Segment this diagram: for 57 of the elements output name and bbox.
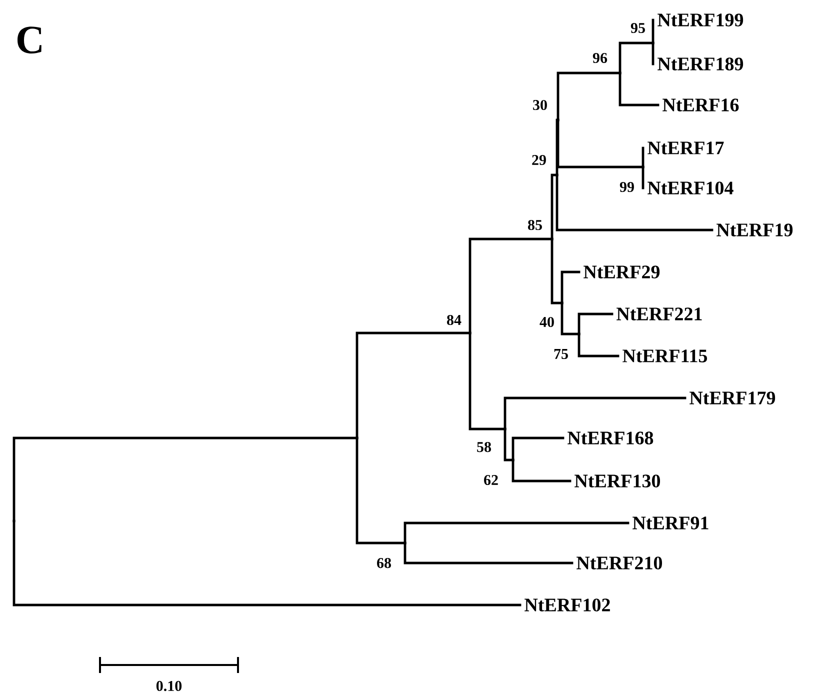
tree-branch (618, 72, 660, 106)
tree-branch (560, 270, 580, 304)
tree-branch (556, 174, 714, 232)
leaf-label: NtERF19 (716, 224, 793, 236)
leaf-label: NtERF115 (622, 350, 707, 362)
tree-branch (356, 436, 406, 544)
leaf-label: NtERF91 (632, 516, 708, 530)
bootstrap-value: 29 (532, 154, 546, 166)
bootstrap-value: 68 (377, 558, 391, 568)
bootstrap-value: 96 (592, 52, 608, 64)
tree-branch (512, 436, 564, 462)
tree-branch (652, 42, 654, 66)
tree-branch (468, 238, 554, 334)
bootstrap-value: 95 (630, 22, 645, 34)
tree-branch (12, 520, 522, 606)
tree-branch (504, 428, 514, 462)
bootstrap-value: 99 (620, 182, 634, 192)
tree-branch (504, 396, 686, 430)
tree-branch (404, 542, 574, 564)
tree-branch (556, 118, 560, 176)
bootstrap-value: 85 (528, 220, 542, 230)
tree-branch (556, 118, 644, 168)
tree-branch (550, 238, 564, 304)
tree-branch (404, 522, 630, 544)
tree-branch (468, 332, 506, 430)
bootstrap-value: 58 (477, 442, 491, 452)
leaf-label: NtERF179 (690, 392, 776, 404)
panel-letter: C (18, 26, 42, 54)
tree-branch (560, 302, 580, 336)
bootstrap-value: 62 (484, 474, 498, 486)
tree-branch (512, 458, 572, 482)
leaf-label: NtERF102 (524, 598, 610, 612)
leaf-label: NtERF221 (616, 308, 702, 320)
leaf-label: NtERF210 (576, 556, 662, 570)
leaf-label: NtERF168 (568, 432, 654, 444)
leaf-label: NtERF16 (662, 98, 739, 112)
leaf-label: NtERF199 (658, 14, 744, 26)
leaf-label: NtERF130 (574, 474, 660, 488)
bootstrap-value: 75 (554, 349, 568, 359)
tree-branch (652, 18, 654, 44)
tree-branch (578, 312, 614, 336)
bootstrap-value: 84 (447, 314, 462, 326)
tree-branch (642, 166, 644, 190)
leaf-label: NtERF17 (648, 142, 724, 154)
leaf-label: NtERF104 (648, 182, 734, 194)
tree-branch (550, 174, 558, 240)
tree-branch (12, 436, 358, 522)
tree-branch (556, 72, 622, 122)
leaf-label: NtERF189 (658, 58, 744, 70)
bootstrap-value: 30 (533, 100, 547, 110)
tree-branch (356, 332, 472, 440)
leaf-label: NtERF29 (584, 266, 660, 278)
tree-branch (642, 146, 644, 168)
tree-branch (618, 42, 654, 74)
tree-branch (578, 332, 620, 358)
bootstrap-value: 40 (540, 316, 554, 328)
scale-label: 0.10 (156, 680, 182, 692)
